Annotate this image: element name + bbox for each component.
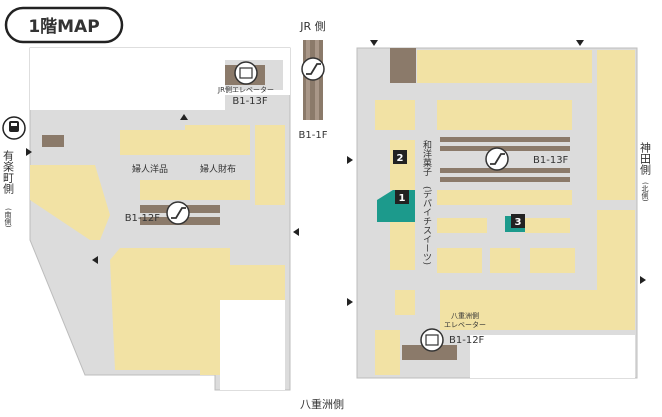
shop-label-fujin-saifu: 婦人財布: [200, 163, 236, 175]
service-area: [42, 135, 64, 147]
jr-elevator-label: JR側エレベーター: [217, 85, 274, 94]
shop-area: [375, 330, 400, 375]
elevator-icon: [234, 61, 258, 85]
svg-text:2: 2: [397, 153, 404, 164]
arrow-icon: [347, 298, 353, 306]
elevator-icon: [420, 328, 444, 352]
shop-area: [440, 210, 635, 330]
shop-area: [437, 248, 482, 273]
shop-area: [490, 248, 520, 273]
marker-2[interactable]: [393, 150, 407, 164]
direction-jr: JR 側: [299, 20, 325, 33]
marker-1[interactable]: [395, 190, 409, 204]
shop-area: [437, 218, 487, 233]
shop-area: [437, 190, 572, 205]
shop-area: [375, 100, 415, 130]
shop-area: [255, 125, 285, 205]
corridor-escalator-floors: B1-1F: [299, 130, 328, 141]
service-area: [440, 137, 570, 142]
svg-text:3: 3: [515, 217, 522, 228]
arrow-icon: [370, 40, 378, 46]
east-wing: 2 1 3 和洋菓子 (デパイチスイーツ) B1-13F 八重洲側 エレベーター…: [347, 40, 646, 379]
yaesu-elevator-label-1: 八重洲側: [451, 311, 479, 320]
title-badge: [4, 6, 124, 44]
shop-area: [417, 50, 592, 83]
shop-area: [140, 180, 250, 200]
shop-area: [395, 290, 415, 315]
service-area: [440, 177, 570, 182]
arrow-icon: [347, 156, 353, 164]
shop-area: [437, 100, 572, 130]
west-escalator-floors: B1-12F: [125, 213, 161, 224]
direction-yurakucho-sub: (南側): [4, 208, 12, 228]
service-area: [440, 146, 570, 151]
west-wing: JR側エレベーター B1-13F 婦人洋品 婦人財布 B1-12F: [26, 47, 299, 391]
arrow-icon: [640, 276, 646, 284]
jr-corridor: B1-1F: [299, 40, 328, 141]
map-title: 1階MAP: [28, 17, 99, 37]
service-area: [390, 48, 416, 83]
yaesu-elevator-floors: B1-12F: [449, 335, 485, 346]
shop-area: [530, 248, 575, 273]
shop-area: [525, 218, 570, 233]
direction-kanda: 神田側: [639, 141, 652, 175]
shop-area: [110, 248, 285, 375]
shop-label-wayogashi: 和洋菓子: [421, 140, 432, 176]
direction-kanda-sub: (北側): [641, 182, 649, 202]
jr-elevator-floors: B1-13F: [232, 96, 268, 107]
shop-area: [390, 140, 415, 190]
shop-label-wayogashi-sub: (デパイチスイーツ): [421, 186, 432, 265]
marker-3[interactable]: [511, 214, 525, 228]
arrow-icon: [293, 228, 299, 236]
service-area: [440, 168, 570, 173]
direction-yaesu: 八重洲側: [300, 397, 344, 411]
shop-area: [597, 50, 635, 200]
service-area: [402, 345, 457, 360]
svg-text:1: 1: [399, 193, 406, 204]
arrow-icon: [92, 256, 98, 264]
shop-label-fujin-yohin: 婦人洋品: [132, 163, 168, 175]
arrow-icon: [180, 114, 188, 120]
arrow-icon: [26, 148, 32, 156]
arrow-icon: [576, 40, 584, 46]
direction-yurakucho: 有楽町側: [2, 149, 15, 194]
shop-area: [120, 125, 250, 155]
east-escalator-floors: B1-13F: [533, 155, 569, 166]
yaesu-elevator-label-2: エレベーター: [444, 320, 486, 329]
shop-area: [30, 165, 110, 240]
